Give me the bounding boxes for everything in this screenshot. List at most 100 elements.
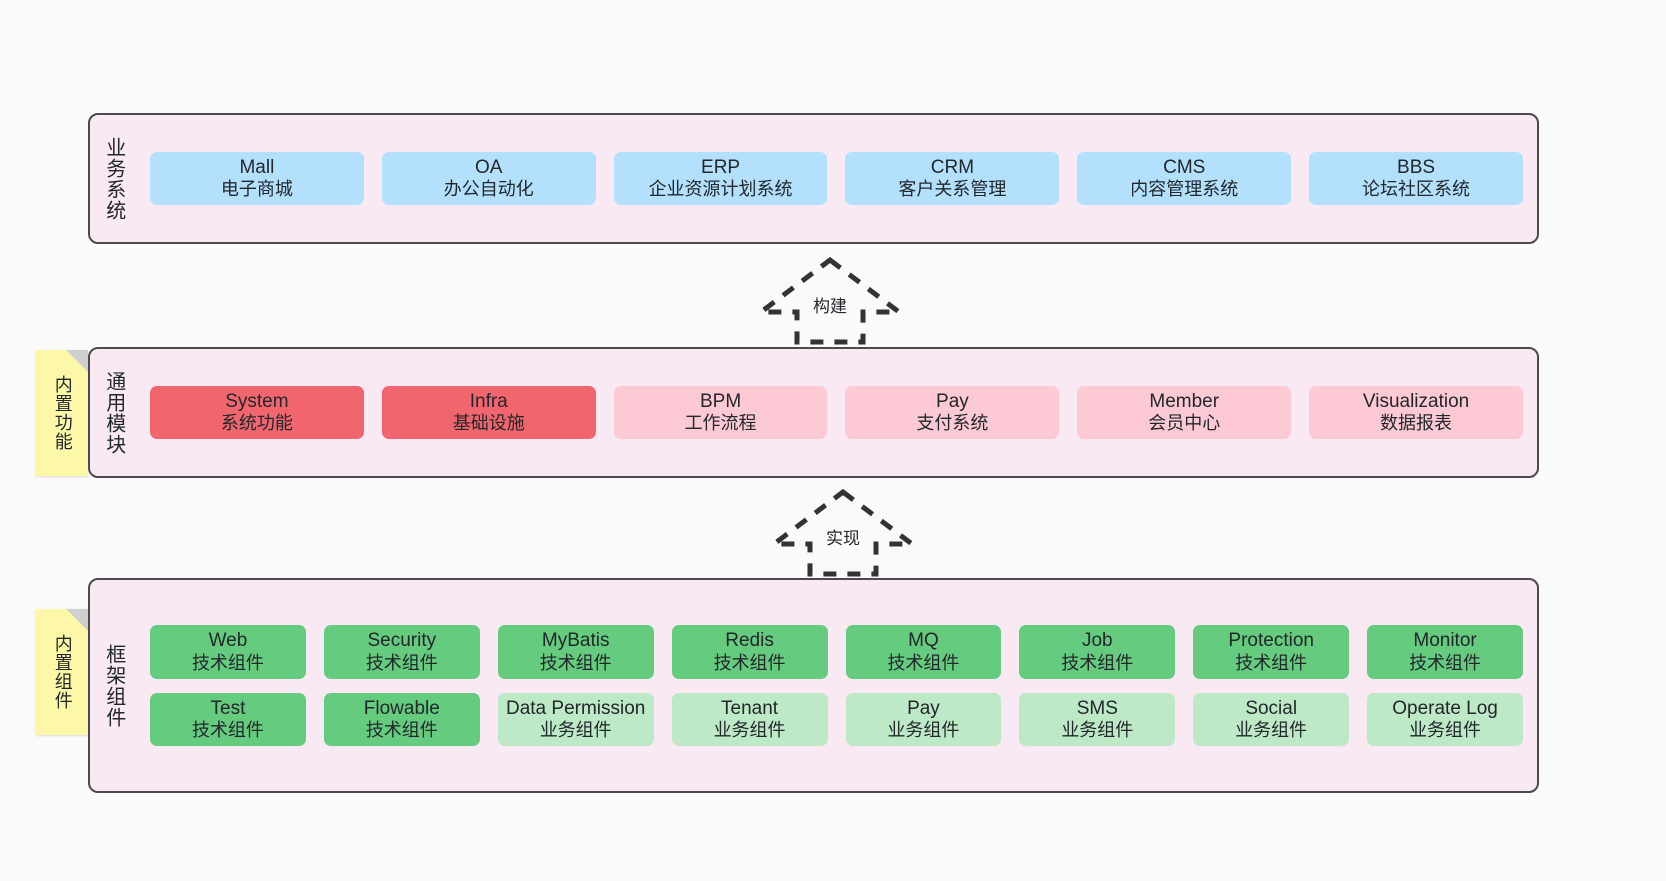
layer-body-framework: Web 技术组件 Security 技术组件 MyBatis 技术组件 Redi… (136, 580, 1537, 791)
node-pay-business[interactable]: Pay 业务组件 (845, 692, 1002, 746)
sticky-note-builtin-features: 内置功能 (36, 350, 88, 476)
node-oa[interactable]: OA 办公自动化 (381, 151, 596, 206)
node-label-en: Member (1149, 390, 1220, 412)
node-flowable[interactable]: Flowable 技术组件 (323, 692, 480, 746)
node-label-cn: 办公自动化 (443, 179, 534, 200)
node-label-en: Pay (936, 390, 969, 412)
node-label-en: Monitor (1413, 630, 1477, 652)
layer-common-modules: 通用模块 System 系统功能 Infra 基础设施 BPM 工作流程 Pay… (88, 347, 1539, 478)
node-label-cn: 基础设施 (452, 413, 525, 434)
node-label-en: MyBatis (541, 630, 610, 652)
layer-body-business: Mall 电子商城 OA 办公自动化 ERP 企业资源计划系统 CRM 客户关系… (136, 115, 1537, 242)
node-label-cn: 业务组件 (1061, 719, 1134, 740)
sticky-note-builtin-components: 内置组件 (36, 609, 88, 735)
layer-business-system: 业务系统 Mall 电子商城 OA 办公自动化 ERP 企业资源计划系统 CRM… (88, 113, 1539, 244)
node-label-en: Web (208, 630, 248, 652)
node-web[interactable]: Web 技术组件 (150, 625, 306, 679)
node-label-cn: 数据报表 (1380, 413, 1453, 434)
node-label-en: Protection (1228, 630, 1314, 652)
node-label-en: System (225, 390, 289, 412)
node-label-en: ERP (701, 156, 741, 178)
layer-row: Web 技术组件 Security 技术组件 MyBatis 技术组件 Redi… (150, 625, 1523, 679)
node-visualization[interactable]: Visualization 数据报表 (1309, 385, 1523, 440)
connector-label-build: 构建 (813, 297, 847, 316)
node-label-en: BBS (1397, 156, 1436, 178)
node-label-cn: 支付系统 (916, 413, 989, 434)
connector-implement: 实现 (768, 486, 918, 578)
layer-row: Test 技术组件 Flowable 技术组件 Data Permission … (150, 692, 1523, 746)
node-protection[interactable]: Protection 技术组件 (1193, 625, 1350, 679)
connector-label-implement: 实现 (826, 529, 860, 548)
node-job[interactable]: Job 技术组件 (1019, 625, 1176, 679)
node-infra[interactable]: Infra 基础设施 (381, 385, 596, 440)
node-label-en: BPM (699, 390, 742, 412)
node-label-cn: 业务组件 (539, 719, 612, 740)
node-system[interactable]: System 系统功能 (150, 385, 364, 440)
node-label-en: Mall (239, 156, 275, 178)
node-label-cn: 技术组件 (539, 652, 612, 673)
node-label-cn: 技术组件 (191, 652, 264, 673)
node-label-en: OA (475, 156, 503, 178)
node-label-cn: 业务组件 (1409, 719, 1482, 740)
node-security[interactable]: Security 技术组件 (323, 625, 480, 679)
node-mq[interactable]: MQ 技术组件 (845, 625, 1002, 679)
node-label-cn: 电子商城 (220, 179, 293, 200)
node-pay[interactable]: Pay 支付系统 (845, 385, 1060, 440)
node-label-cn: 论坛社区系统 (1362, 179, 1471, 200)
layer-body-common: System 系统功能 Infra 基础设施 BPM 工作流程 Pay 支付系统… (136, 349, 1537, 476)
node-label-cn: 业务组件 (713, 719, 786, 740)
node-bpm[interactable]: BPM 工作流程 (613, 385, 828, 440)
node-label-en: Infra (469, 390, 508, 412)
node-label-en: Security (367, 630, 437, 652)
node-operate-log[interactable]: Operate Log 业务组件 (1367, 692, 1523, 746)
node-label-cn: 工作流程 (684, 413, 757, 434)
node-mybatis[interactable]: MyBatis 技术组件 (497, 625, 654, 679)
node-label-cn: 技术组件 (191, 719, 264, 740)
node-label-en: Data Permission (505, 697, 646, 719)
node-label-cn: 技术组件 (365, 719, 438, 740)
node-label-en: Operate Log (1392, 697, 1498, 719)
node-label-cn: 技术组件 (365, 652, 438, 673)
node-label-cn: 业务组件 (887, 719, 960, 740)
node-label-cn: 技术组件 (1061, 652, 1134, 673)
node-label-en: SMS (1076, 697, 1118, 719)
layer-title-business: 业务系统 (102, 136, 125, 221)
node-label-en: CRM (930, 156, 975, 178)
node-label-en: Job (1081, 630, 1113, 652)
node-label-cn: 企业资源计划系统 (648, 179, 793, 200)
node-label-en: Test (210, 697, 246, 719)
layer-title-common: 通用模块 (102, 370, 125, 455)
node-member[interactable]: Member 会员中心 (1077, 385, 1292, 440)
node-label-en: CMS (1163, 156, 1206, 178)
node-label-cn: 客户关系管理 (898, 179, 1007, 200)
connector-build: 构建 (755, 254, 905, 346)
node-crm[interactable]: CRM 客户关系管理 (845, 151, 1060, 206)
node-label-en: Pay (907, 697, 940, 719)
node-label-cn: 技术组件 (887, 652, 960, 673)
node-label-cn: 系统功能 (220, 413, 293, 434)
node-erp[interactable]: ERP 企业资源计划系统 (613, 151, 828, 206)
node-cms[interactable]: CMS 内容管理系统 (1077, 151, 1292, 206)
node-label-cn: 会员中心 (1148, 413, 1221, 434)
layer-row: System 系统功能 Infra 基础设施 BPM 工作流程 Pay 支付系统… (150, 385, 1523, 440)
node-label-cn: 业务组件 (1235, 719, 1308, 740)
node-tenant[interactable]: Tenant 业务组件 (671, 692, 828, 746)
node-social[interactable]: Social 业务组件 (1193, 692, 1350, 746)
node-sms[interactable]: SMS 业务组件 (1019, 692, 1176, 746)
node-redis[interactable]: Redis 技术组件 (671, 625, 828, 679)
layer-title-framework: 框架组件 (102, 643, 125, 728)
node-label-cn: 技术组件 (1235, 652, 1308, 673)
node-label-en: MQ (908, 630, 939, 652)
node-test[interactable]: Test 技术组件 (150, 692, 306, 746)
layer-framework-components: 框架组件 Web 技术组件 Security 技术组件 MyBatis 技术组件… (88, 578, 1539, 793)
node-label-cn: 技术组件 (1409, 652, 1482, 673)
node-monitor[interactable]: Monitor 技术组件 (1367, 625, 1523, 679)
node-label-en: Flowable (363, 697, 440, 719)
node-label-en: Visualization (1362, 390, 1470, 412)
node-label-en: Tenant (721, 697, 779, 719)
node-bbs[interactable]: BBS 论坛社区系统 (1309, 151, 1523, 206)
node-data-permission[interactable]: Data Permission 业务组件 (497, 692, 654, 746)
node-mall[interactable]: Mall 电子商城 (150, 151, 364, 206)
node-label-cn: 技术组件 (713, 652, 786, 673)
